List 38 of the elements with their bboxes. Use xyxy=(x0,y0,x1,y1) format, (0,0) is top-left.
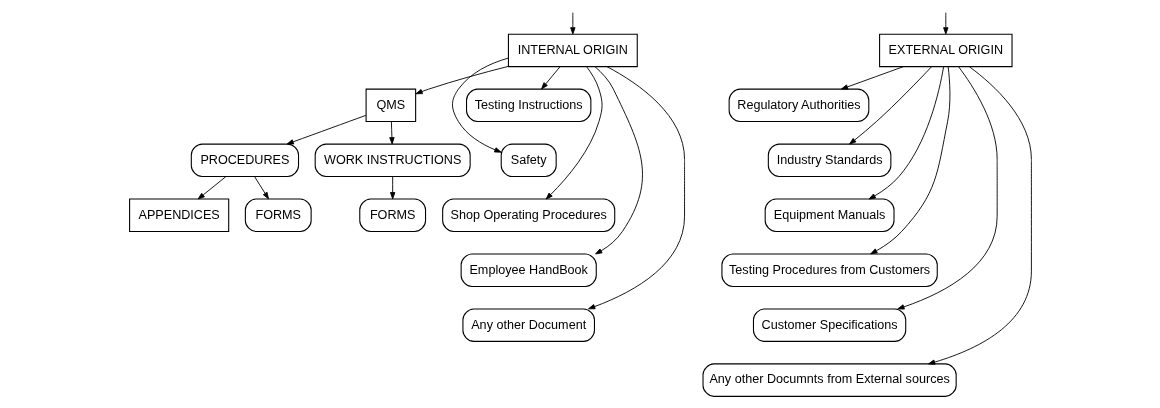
node-box: EXTERNAL ORIGIN xyxy=(878,33,1013,68)
arrow xyxy=(840,66,904,90)
node-box: PROCEDURES xyxy=(190,143,299,178)
node-box: FORMS xyxy=(358,198,426,232)
node-box: Any other Document xyxy=(461,308,595,342)
node-box: QMS xyxy=(365,88,416,123)
node-box: APPENDICES xyxy=(128,198,229,232)
node-box: Shop Operating Procedures xyxy=(441,198,615,232)
arrow xyxy=(197,176,226,200)
arrow xyxy=(869,66,950,255)
arrow xyxy=(927,66,1032,365)
arrow xyxy=(415,65,509,95)
arrow xyxy=(451,57,509,153)
node-box: INTERNAL ORIGIN xyxy=(507,33,638,68)
arrow xyxy=(587,66,685,310)
node-box: Regulatory Authorities xyxy=(728,88,869,123)
arrow xyxy=(569,12,575,35)
node-box: WORK INSTRUCTIONS xyxy=(314,143,471,178)
arrow xyxy=(942,12,948,35)
arrow xyxy=(286,114,366,145)
arrow xyxy=(388,121,395,145)
node-box: Testing Instructions xyxy=(465,88,591,123)
arrow xyxy=(868,66,944,200)
arrow xyxy=(594,66,643,255)
node-box: Equipment Manuals xyxy=(764,198,895,232)
arrow xyxy=(540,66,561,90)
node-box: FORMS xyxy=(244,198,312,232)
arrow xyxy=(848,66,932,145)
arrow xyxy=(896,66,998,310)
node-box: Customer Specifications xyxy=(752,308,906,342)
arrow xyxy=(545,66,603,200)
arrow xyxy=(253,176,269,200)
node-box: Employee HandBook xyxy=(460,253,597,287)
node-box: Testing Procedures from Customers xyxy=(720,253,938,287)
node-box: Safety xyxy=(500,143,557,178)
node-box: Industry Standards xyxy=(767,143,891,178)
arrow xyxy=(389,176,395,200)
node-box: Any other Documnts from External sources xyxy=(702,363,957,397)
